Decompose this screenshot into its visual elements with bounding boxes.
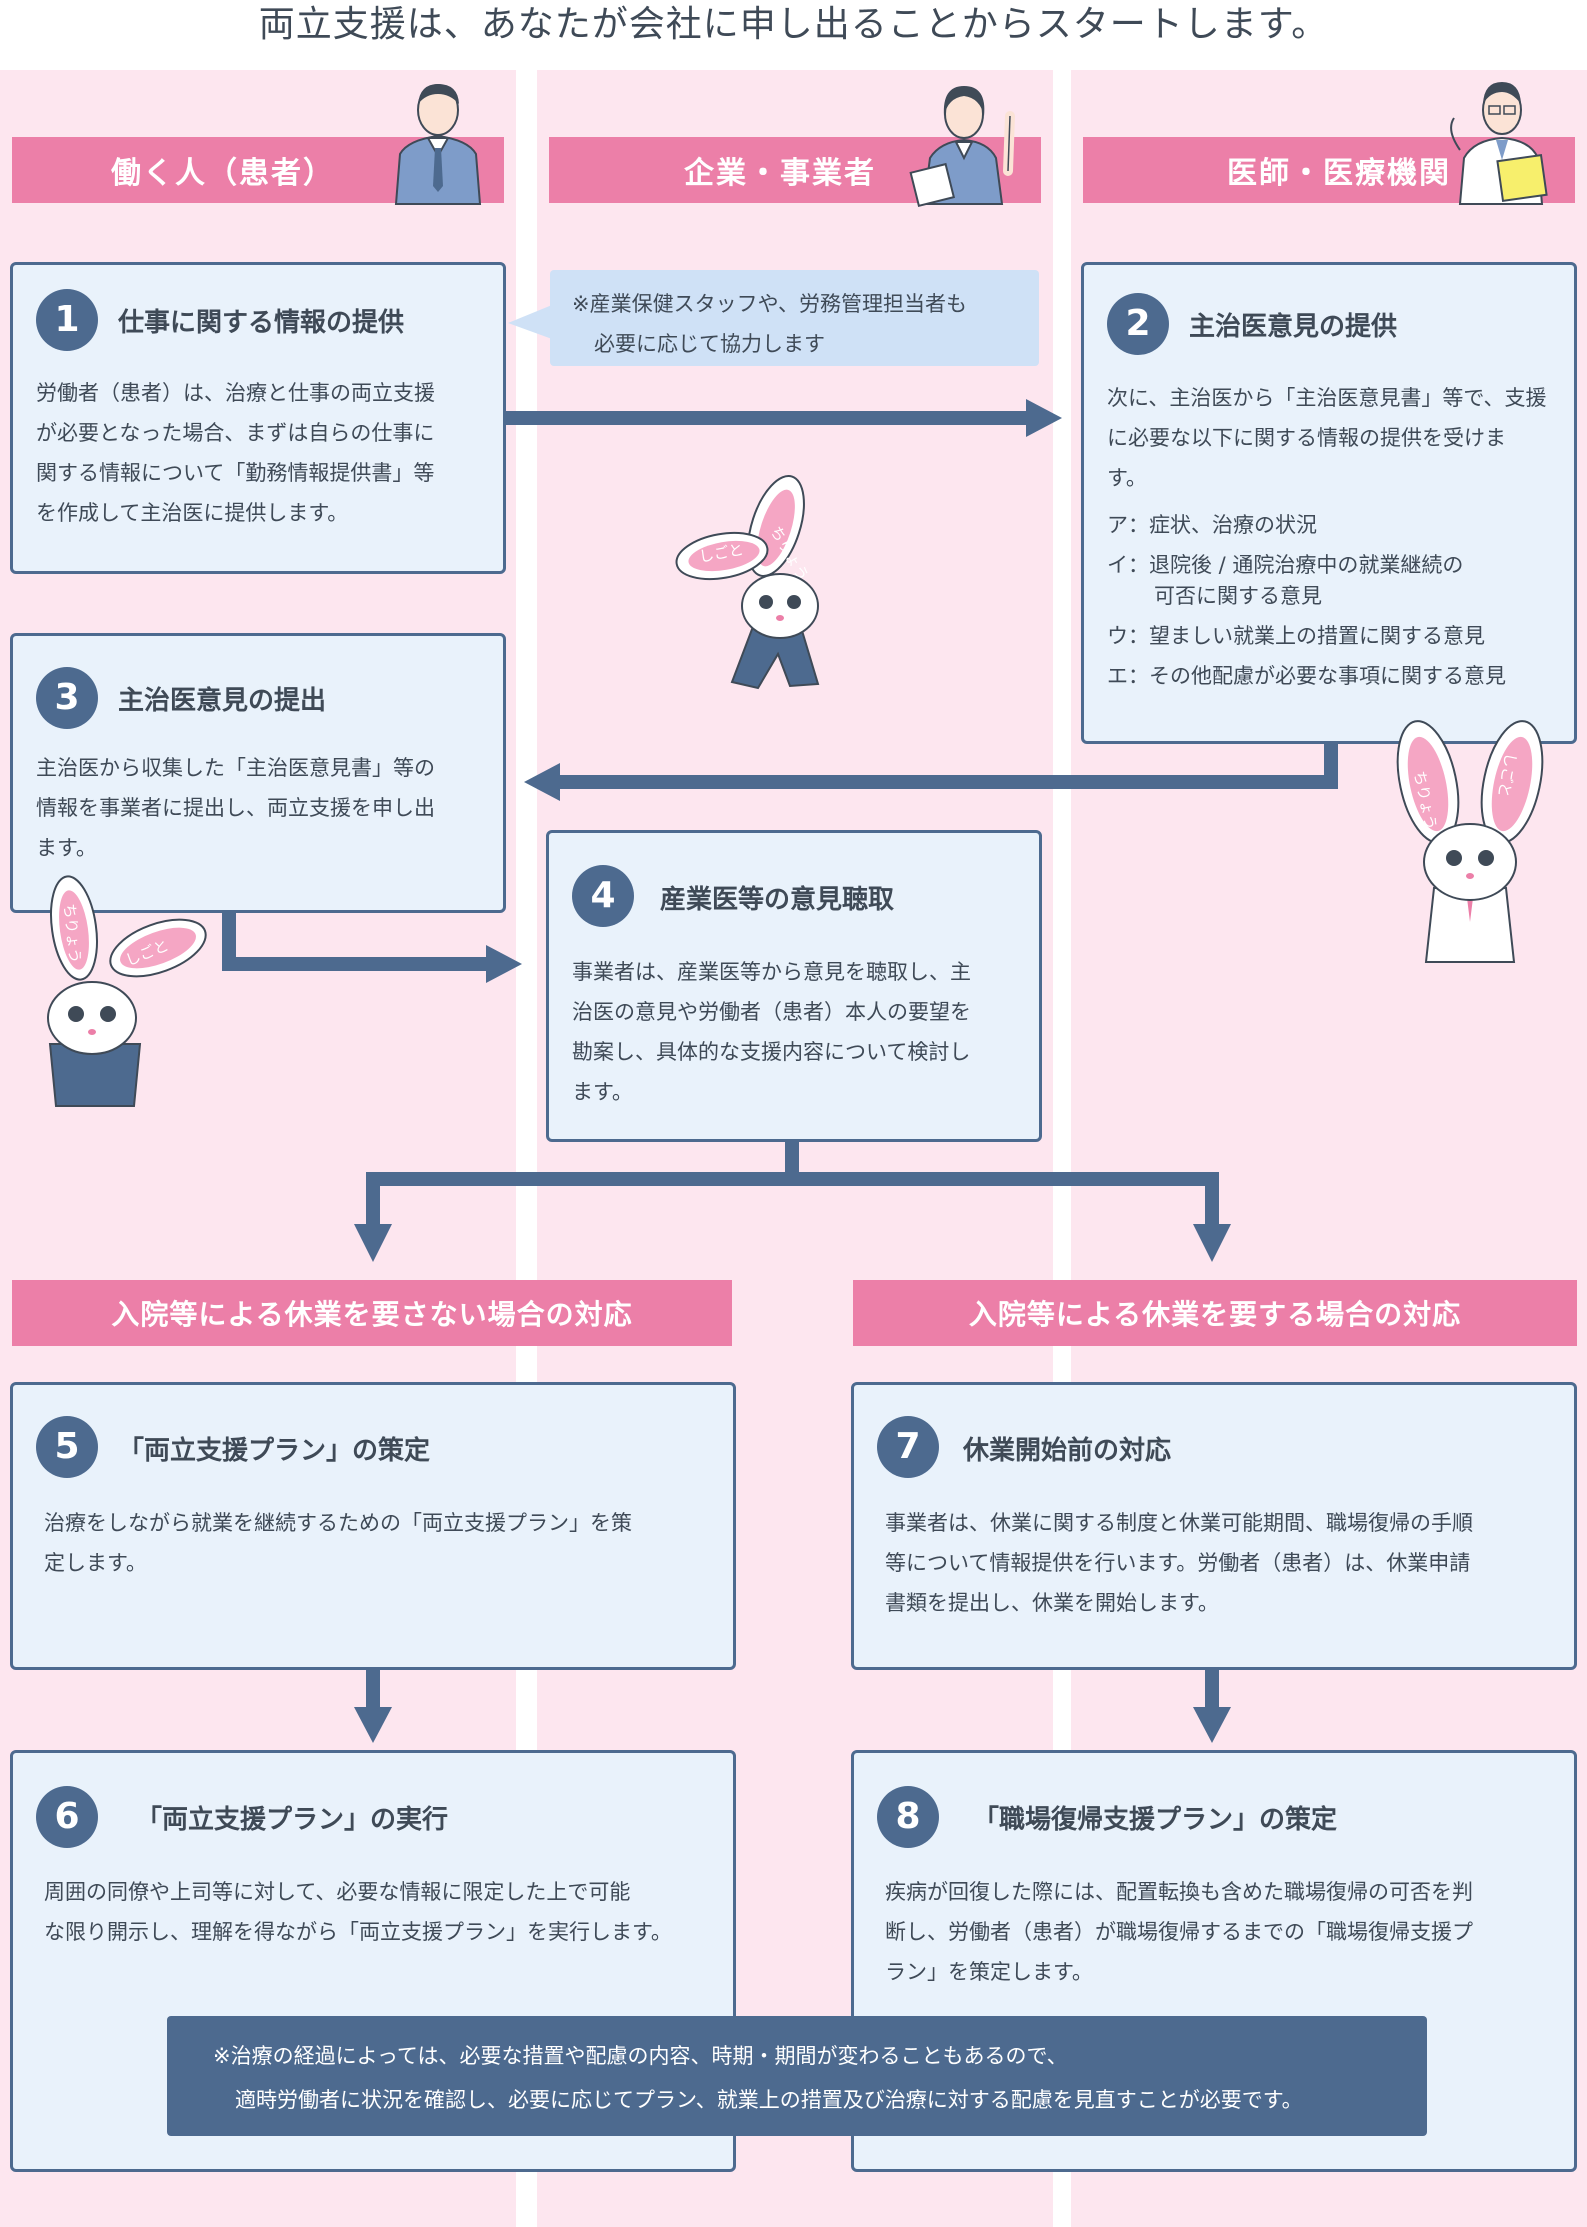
arrow-3-to-4-vertical: [222, 913, 236, 971]
step-7-number: 7: [877, 1416, 939, 1478]
list-item: ウ：望ましい就業上の措置に関する意見: [1107, 624, 1485, 648]
step-7-title: 休業開始前の対応: [963, 1436, 1172, 1466]
arrow-3-to-4-shaft: [222, 957, 488, 971]
arrow-2-to-3-shaft: [558, 775, 1338, 789]
note-line: 適時労働者に状況を確認し、必要に応じてプラン、就業上の措置及び治療に対する配慮を…: [235, 2088, 1303, 2112]
step-3-number: 3: [36, 667, 98, 729]
arrow-5-to-6-shaft: [366, 1670, 380, 1710]
step-6-number: 6: [36, 1786, 98, 1848]
note-line: 必要に応じて協力します: [594, 332, 825, 356]
employer-person-icon: [909, 86, 1015, 208]
step-8-number: 8: [877, 1786, 939, 1848]
text-line: 周囲の同僚や上司等に対して、必要な情報に限定した上で可能: [44, 1880, 631, 1904]
text-line: ます。: [572, 1080, 633, 1104]
step-8-text: 疾病が回復した際には、配置転換も含めた職場復帰の可否を判 断し、労働者（患者）が…: [885, 1872, 1473, 1992]
branch-horizontal: [366, 1172, 1219, 1186]
list-item: イ：退院後 / 通院治療中の就業継続の: [1107, 553, 1464, 577]
cooperation-note: ※産業保健スタッフや、労務管理担当者も 必要に応じて協力します: [550, 270, 1039, 366]
branch-header-no-leave: 入院等による休業を要さない場合の対応: [12, 1280, 732, 1346]
bottom-note: ※治療の経過によっては、必要な措置や配慮の内容、時期・期間が変わることもあるので…: [167, 2016, 1427, 2136]
step-4-title: 産業医等の意見聴取: [660, 885, 895, 915]
text-line: 勘案し、具体的な支援内容について検討し: [572, 1040, 971, 1064]
text-line: 関する情報について「勤務情報提供書」等: [36, 461, 435, 485]
step-6-text: 周囲の同僚や上司等に対して、必要な情報に限定した上で可能 な限り開示し、理解を得…: [44, 1872, 672, 1952]
step-1-text: 労働者（患者）は、治療と仕事の両立支援 が必要となった場合、まずは自らの仕事に …: [36, 373, 435, 533]
text-line: 主治医から収集した「主治医意見書」等の: [36, 756, 435, 780]
step-4-number: 4: [572, 865, 634, 927]
text-line: す。: [1107, 466, 1147, 490]
list-item: ア：症状、治療の状況: [1107, 513, 1317, 537]
rabbit-mascot-doctor: ちりょう しごと: [1396, 720, 1544, 963]
text-line: ラン」を策定します。: [885, 1960, 1093, 1984]
text-line: が必要となった場合、まずは自らの仕事に: [36, 421, 435, 445]
text-line: 治療をしながら就業を継続するための「両立支援プラン」を策: [44, 1511, 632, 1535]
arrow-7-to-8-shaft: [1205, 1670, 1219, 1710]
column-header-label: 働く人（患者）: [111, 156, 335, 191]
step-6-title: 「両立支援プラン」の実行: [136, 1805, 449, 1835]
text-line: 労働者（患者）は、治療と仕事の両立支援: [36, 381, 435, 405]
step-3-title: 主治医意見の提出: [118, 686, 327, 716]
rabbit-mascot-worker: ちりょう しごと: [47, 875, 207, 1107]
worker-person-icon: [394, 84, 482, 205]
step-2-number: 2: [1107, 293, 1169, 355]
branch-right-down: [1205, 1172, 1219, 1226]
list-item: 可否に関する意見: [1154, 584, 1322, 608]
arrow-1-to-2-shaft: [506, 411, 1028, 425]
branch-left-head: [354, 1224, 392, 1262]
step-5-text: 治療をしながら就業を継続するための「両立支援プラン」を策 定します。: [44, 1503, 632, 1583]
text-line: を作成して主治医に提供します。: [36, 501, 349, 525]
text-line: 事業者は、休業に関する制度と休業可能期間、職場復帰の手順: [885, 1511, 1473, 1535]
step-5-title: 「両立支援プラン」の策定: [118, 1436, 431, 1466]
step-2-box: [1081, 262, 1577, 744]
step-2-title: 主治医意見の提供: [1189, 312, 1398, 342]
text-line: 事業者は、産業医等から意見を聴取し、主: [572, 960, 971, 984]
text-line: 情報を事業者に提出し、両立支援を申し出: [36, 796, 435, 820]
step-2-items: ア：症状、治療の状況 イ：退院後 / 通院治療中の就業継続の 可否に関する意見 …: [1107, 510, 1506, 692]
step-1-number: 1: [36, 289, 98, 351]
step-7-text: 事業者は、休業に関する制度と休業可能期間、職場復帰の手順 等について情報提供を行…: [885, 1503, 1473, 1623]
arrow-7-to-8-head: [1193, 1707, 1231, 1743]
branch-left-down: [366, 1172, 380, 1226]
text-line: 次に、主治医から「主治医意見書」等で、支援: [1107, 386, 1547, 410]
rabbit-mascot-walking: ちりょう しごと: [675, 474, 820, 690]
column-header-label: 医師・医療機関: [1227, 156, 1451, 191]
arrow-5-to-6-head: [354, 1707, 392, 1743]
step-7-box: [851, 1382, 1577, 1670]
column-header-label: 企業・事業者: [684, 156, 876, 191]
text-line: 断し、労働者（患者）が職場復帰するまでの「職場復帰支援プ: [885, 1920, 1473, 1944]
step-3-text: 主治医から収集した「主治医意見書」等の 情報を事業者に提出し、両立支援を申し出 …: [36, 748, 435, 868]
text-line: 書類を提出し、休業を開始します。: [885, 1591, 1219, 1615]
branch-header-leave: 入院等による休業を要する場合の対応: [853, 1280, 1577, 1346]
page-title: 両立支援は、あなたが会社に申し出ることからスタートします。: [258, 4, 1329, 45]
note-line: ※産業保健スタッフや、労務管理担当者も: [572, 292, 967, 316]
note-line: ※治療の経過によっては、必要な措置や配慮の内容、時期・期間が変わることもあるので…: [213, 2044, 1068, 2068]
text-line: ます。: [36, 836, 97, 860]
doctor-person-icon: [1450, 82, 1548, 205]
text-line: 疾病が回復した際には、配置転換も含めた職場復帰の可否を判: [885, 1880, 1473, 1904]
note-pointer: [508, 305, 552, 339]
step-1-title: 仕事に関する情報の提供: [118, 308, 405, 338]
text-line: に必要な以下に関する情報の提供を受けま: [1107, 426, 1506, 450]
step-2-text: 次に、主治医から「主治医意見書」等で、支援 に必要な以下に関する情報の提供を受け…: [1107, 378, 1547, 498]
step-5-box: [10, 1382, 736, 1670]
step-8-title: 「職場復帰支援プラン」の策定: [973, 1805, 1338, 1835]
branch-stem: [785, 1142, 799, 1172]
text-line: 等について情報提供を行います。労働者（患者）は、休業申請: [885, 1551, 1471, 1575]
branch-right-head: [1193, 1224, 1231, 1262]
text-line: 治医の意見や労働者（患者）本人の要望を: [572, 1000, 971, 1024]
arrow-1-to-2-head: [1026, 399, 1062, 437]
list-item: エ：その他配慮が必要な事項に関する意見: [1107, 664, 1506, 688]
arrow-3-to-4-head: [486, 945, 522, 983]
step-4-text: 事業者は、産業医等から意見を聴取し、主 治医の意見や労働者（患者）本人の要望を …: [572, 952, 971, 1112]
text-line: な限り開示し、理解を得ながら「両立支援プラン」を実行します。: [44, 1920, 672, 1944]
step-5-number: 5: [36, 1416, 98, 1478]
arrow-2-to-3-head: [524, 763, 560, 801]
text-line: 定します。: [44, 1551, 147, 1575]
